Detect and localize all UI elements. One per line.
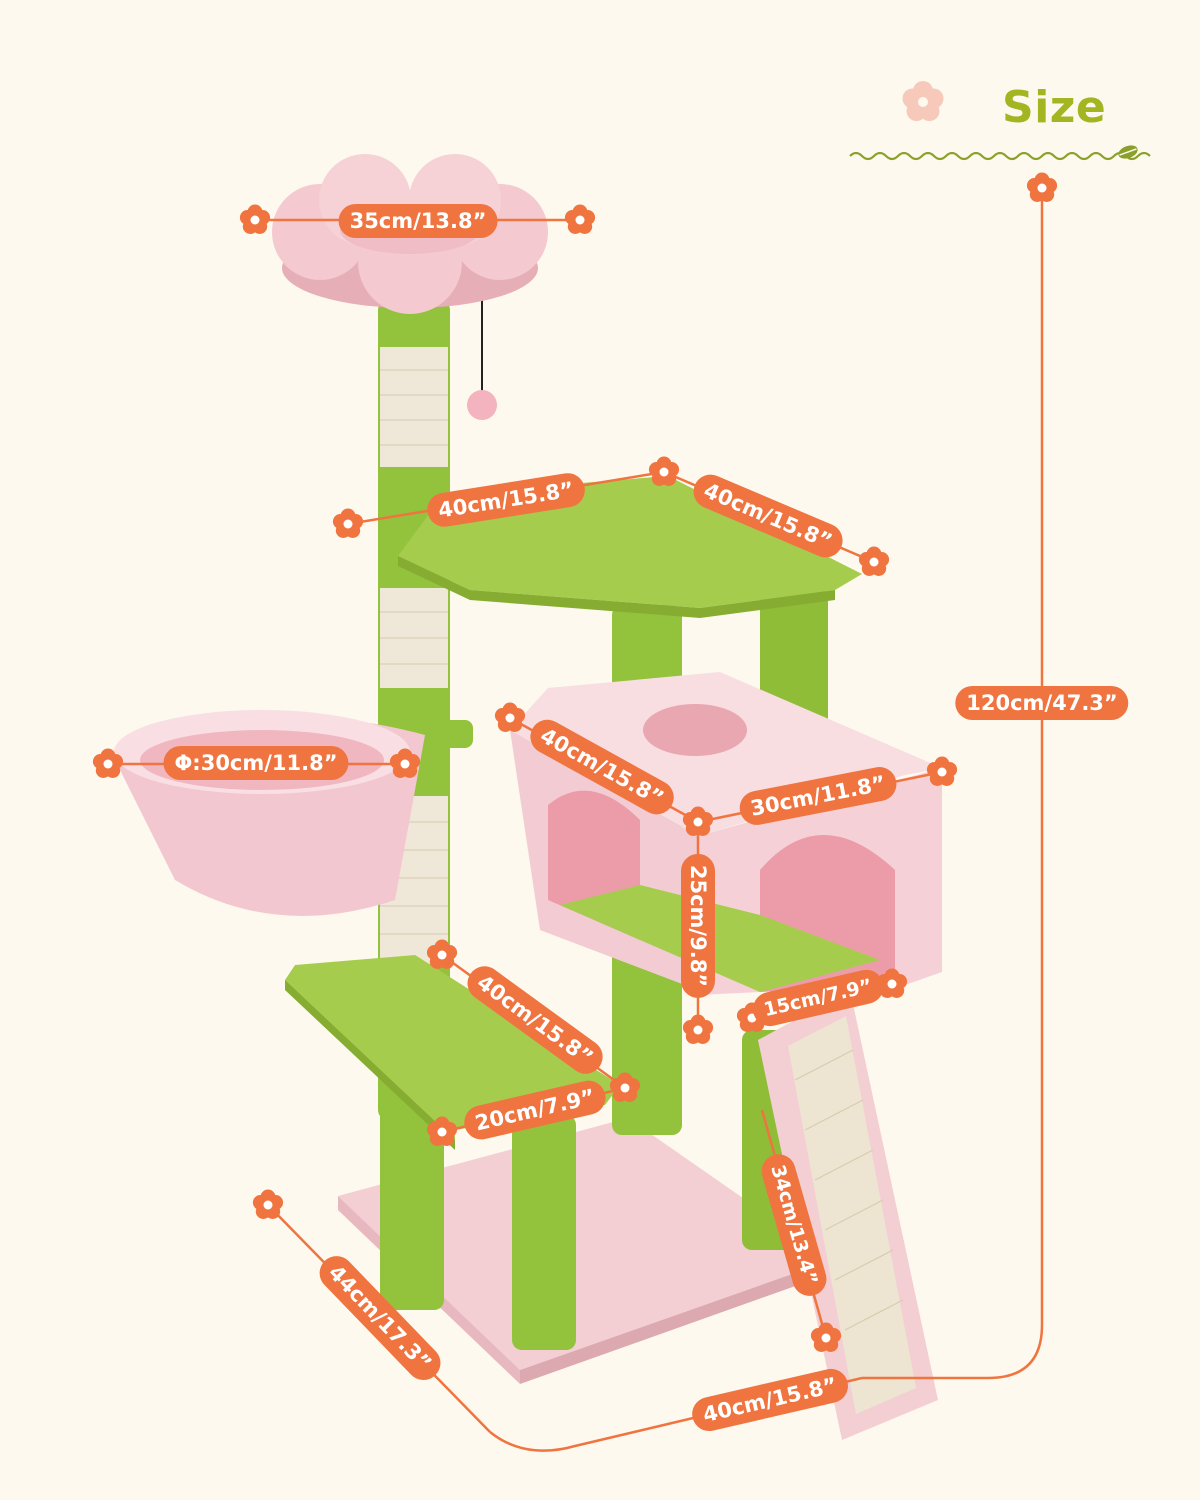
label-total-height: 120cm/47.3” [955,686,1129,720]
page-title: Size [1002,82,1107,133]
leaf-icon [1118,145,1138,159]
wavy-divider [849,151,1151,161]
label-basket: Φ:30cm/11.8” [163,746,349,780]
label-condo-height: 25cm/9.8” [681,853,715,999]
scratching-ramp [758,990,938,1440]
condo-box [510,672,942,995]
pom-pom-toy [467,390,497,420]
base-board [338,1118,832,1370]
label-top-perch: 35cm/13.8” [338,204,498,238]
flower-icon [902,81,944,121]
